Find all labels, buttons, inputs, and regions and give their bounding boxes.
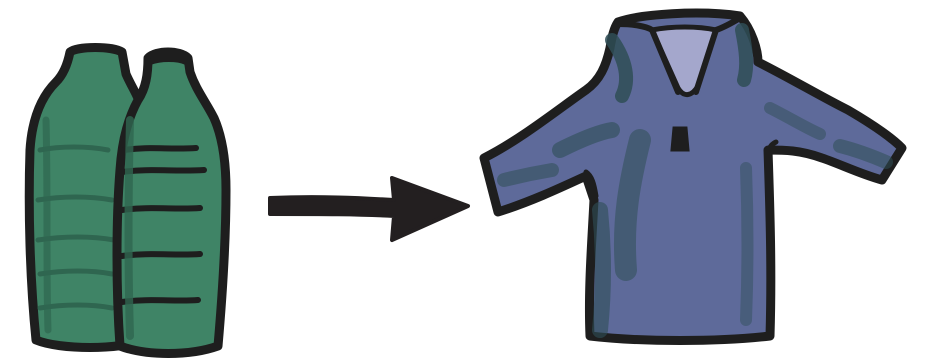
right-arrow-icon <box>270 178 468 240</box>
zipper-pull <box>672 128 688 150</box>
plastic-bottles-icon <box>29 48 226 354</box>
fleece-pullover-icon <box>484 13 902 340</box>
